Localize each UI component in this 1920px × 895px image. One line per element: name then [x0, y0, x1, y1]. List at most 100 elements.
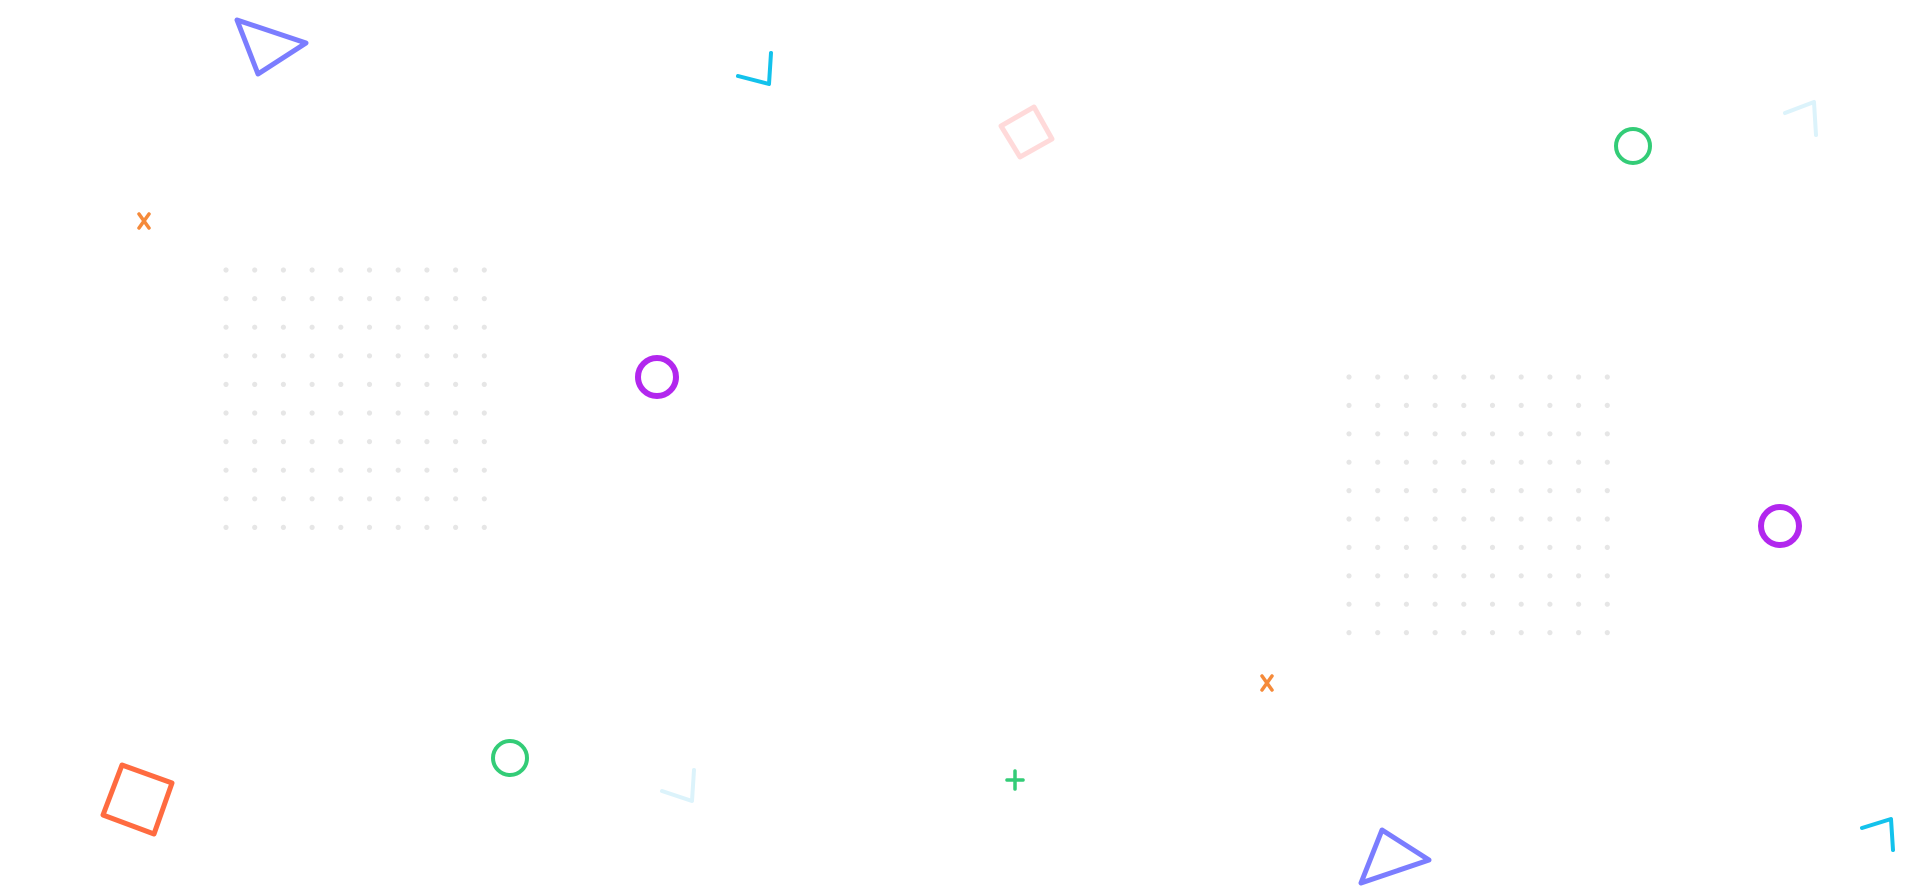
grid-dot — [1604, 459, 1610, 465]
grid-dot — [280, 439, 286, 445]
grid-dot — [1403, 488, 1409, 494]
grid-dot — [453, 496, 459, 502]
grid-dot — [481, 439, 487, 445]
grid-dot — [1461, 601, 1467, 607]
grid-dot — [1576, 601, 1582, 607]
circle-outline-icon — [1758, 504, 1802, 548]
grid-dot — [366, 467, 373, 473]
grid-dot — [1375, 431, 1381, 437]
grid-dot — [481, 381, 487, 387]
grid-dot — [338, 296, 344, 302]
grid-dot — [424, 496, 430, 502]
grid-dot — [1576, 488, 1582, 494]
grid-dot — [1432, 516, 1438, 522]
grid-dot — [280, 467, 286, 473]
circle-outline-icon — [1614, 127, 1652, 165]
grid-dot — [1576, 544, 1582, 551]
grid-dot — [395, 524, 401, 531]
dot-grid-left — [223, 267, 487, 531]
grid-dot — [338, 267, 344, 273]
chevron-icon — [1860, 817, 1895, 852]
grid-dot — [252, 496, 258, 502]
grid-dot — [280, 324, 286, 330]
grid-dot — [1346, 630, 1352, 636]
grid-dot — [1375, 374, 1381, 380]
circle-outline-icon — [491, 739, 529, 777]
grid-dot — [366, 324, 373, 330]
grid-dot — [1489, 573, 1496, 579]
grid-dot — [1489, 516, 1496, 522]
grid-dot — [1375, 630, 1381, 636]
grid-dot — [481, 467, 487, 473]
grid-dot — [1518, 516, 1524, 522]
grid-dot — [1518, 488, 1524, 494]
grid-dot — [395, 381, 401, 387]
grid-dot — [309, 353, 315, 359]
square-outline-icon — [100, 762, 175, 837]
chevron-icon — [736, 51, 773, 86]
grid-dot — [1489, 402, 1496, 408]
grid-dot — [309, 324, 315, 330]
grid-dot — [223, 381, 229, 387]
grid-dot — [1547, 544, 1553, 551]
grid-dot — [1604, 573, 1610, 579]
grid-dot — [424, 410, 430, 416]
grid-dot — [280, 353, 286, 359]
diamond-outline-icon — [998, 104, 1055, 160]
grid-dot — [1375, 573, 1381, 579]
grid-dot — [1432, 402, 1438, 408]
grid-dot — [1403, 374, 1409, 380]
grid-dot — [252, 524, 258, 531]
grid-dot — [1518, 431, 1524, 437]
grid-dot — [1346, 544, 1352, 551]
grid-dot — [1604, 544, 1610, 551]
grid-dot — [1576, 573, 1582, 579]
grid-dot — [1432, 601, 1438, 607]
grid-dot — [1432, 431, 1438, 437]
grid-dot — [1432, 573, 1438, 579]
grid-dot — [1403, 459, 1409, 465]
grid-dot — [309, 496, 315, 502]
grid-dot — [1489, 374, 1496, 380]
grid-dot — [1489, 488, 1496, 494]
grid-dot — [453, 524, 459, 531]
grid-dot — [481, 524, 487, 531]
grid-dot — [338, 439, 344, 445]
grid-dot — [1518, 573, 1524, 579]
grid-dot — [424, 296, 430, 302]
grid-dot — [252, 353, 258, 359]
grid-dot — [252, 381, 258, 387]
grid-dot — [1518, 459, 1524, 465]
grid-dot — [1346, 431, 1352, 437]
grid-dot — [309, 467, 315, 473]
grid-dot — [1547, 573, 1553, 579]
grid-dot — [1461, 630, 1467, 636]
grid-dot — [1518, 374, 1524, 380]
grid-dot — [223, 324, 229, 330]
grid-dot — [1375, 516, 1381, 522]
grid-dot — [424, 353, 430, 359]
grid-dot — [1432, 630, 1438, 636]
grid-dot — [1461, 402, 1467, 408]
grid-dot — [1403, 544, 1409, 551]
cross-icon — [1260, 674, 1274, 692]
grid-dot — [338, 353, 344, 359]
grid-dot — [366, 353, 373, 359]
grid-dot — [1403, 516, 1409, 522]
grid-dot — [1432, 488, 1438, 494]
grid-dot — [1604, 601, 1610, 607]
grid-dot — [1518, 601, 1524, 607]
grid-dot — [252, 267, 258, 273]
grid-dot — [280, 381, 286, 387]
grid-dot — [1604, 431, 1610, 437]
grid-dot — [223, 267, 229, 273]
grid-dot — [366, 410, 373, 416]
grid-dot — [309, 524, 315, 531]
grid-dot — [1346, 573, 1352, 579]
grid-dot — [1489, 431, 1496, 437]
grid-dot — [338, 496, 344, 502]
grid-dot — [338, 381, 344, 387]
grid-dot — [453, 410, 459, 416]
grid-dot — [1432, 544, 1438, 551]
